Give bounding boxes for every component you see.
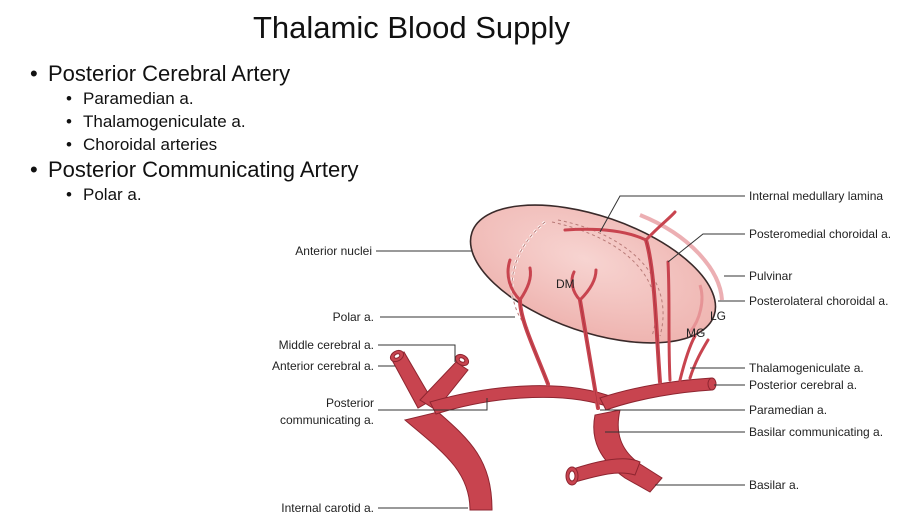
label-pulvinar: Pulvinar [749,269,792,283]
label-middle-cerebral: Middle cerebral a. [279,338,374,352]
label-dm: DM [556,277,575,291]
arteries [389,349,717,511]
label-polar-a: Polar a. [333,310,374,324]
label-posteromedial-choroidal: Posteromedial choroidal a. [749,227,891,241]
bullet-posterior-cerebral: Posterior Cerebral Artery Paramedian a. … [28,60,359,156]
label-basilar: Basilar a. [749,478,799,492]
slide-title: Thalamic Blood Supply [252,10,571,45]
label-thalamogeniculate: Thalamogeniculate a. [749,361,864,375]
label-paramedian: Paramedian a. [749,403,827,417]
label-internal-carotid: Internal carotid a. [281,501,374,515]
label-posterolateral-choroidal: Posterolateral choroidal a. [749,294,888,308]
right-leaders [599,195,745,486]
label-posterior: Posterior [326,396,374,410]
left-leaders [376,250,515,509]
sub-bullet: Polar a. [64,183,359,206]
penetrating-arteries-outline [519,239,661,409]
bullet-list: Posterior Cerebral Artery Paramedian a. … [28,60,359,206]
sub-bullet: Paramedian a. [64,87,359,110]
label-communicating: communicating a. [280,413,374,427]
label-anterior-nuclei: Anterior nuclei [295,244,372,258]
sub-bullet: Choroidal arteries [64,133,359,156]
label-mg: MG [686,326,705,340]
bullet-text: Posterior Cerebral Artery [48,61,291,86]
label-lg: LG [710,309,726,323]
label-internal-medullary-lamina: Internal medullary lamina [749,189,883,203]
bullet-text: Posterior Communicating Artery [48,157,359,182]
label-basilar-communicating: Basilar communicating a. [749,425,883,439]
bullet-posterior-communicating: Posterior Communicating Artery Polar a. [28,156,359,206]
label-posterior-cerebral: Posterior cerebral a. [749,378,857,392]
sub-bullet: Thalamogeniculate a. [64,110,359,133]
label-anterior-cerebral: Anterior cerebral a. [272,359,374,373]
